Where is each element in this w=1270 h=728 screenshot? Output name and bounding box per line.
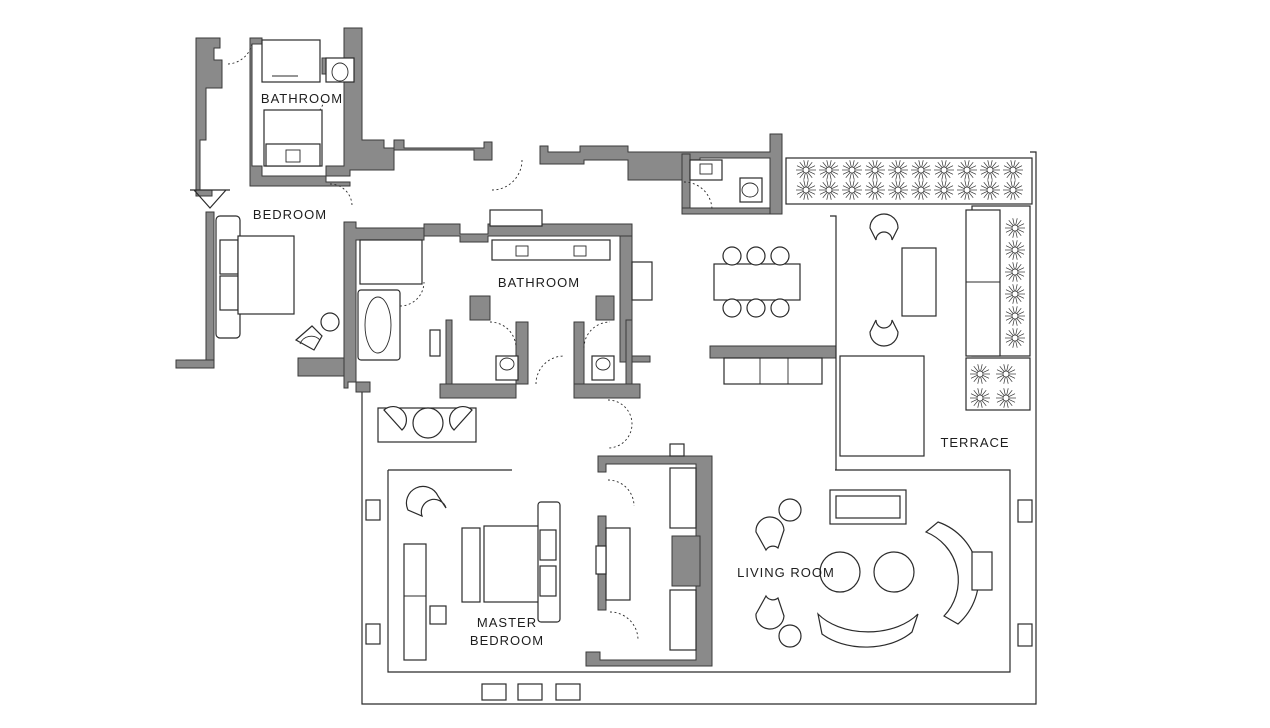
shrub-icon [1005, 218, 1025, 238]
upper-bathroom-fixtures [261, 39, 355, 167]
master-bedroom-furniture [365, 405, 697, 701]
shrub-icon [1005, 306, 1025, 326]
shrub-icon [865, 160, 885, 180]
perimeter [361, 151, 1037, 705]
terrace-planters [796, 160, 1025, 408]
central-bathroom-fixtures [357, 159, 763, 381]
shrub-icon [796, 180, 816, 200]
shrub-icon [842, 180, 862, 200]
shrub-icon [1005, 284, 1025, 304]
shrub-icon [957, 160, 977, 180]
shrub-icon [996, 388, 1016, 408]
shrub-icon [1005, 262, 1025, 282]
shrub-icon [957, 180, 977, 200]
dining-furniture [713, 246, 823, 385]
shrub-icon [911, 180, 931, 200]
shrub-icon [996, 364, 1016, 384]
shrub-icon [980, 160, 1000, 180]
living-room-furniture [755, 489, 1033, 648]
shrub-icon [911, 160, 931, 180]
shrub-icon [970, 388, 990, 408]
label-master-bedroom: MASTER BEDROOM [469, 615, 545, 648]
shrub-icon [1005, 240, 1025, 260]
shrub-icon [1003, 180, 1023, 200]
shrub-icon [865, 180, 885, 200]
shrub-icon [1003, 160, 1023, 180]
label-living-room: LIVING ROOM [737, 565, 835, 580]
door-swings [190, 43, 713, 641]
label-terrace: TERRACE [940, 435, 1010, 450]
shrub-icon [796, 160, 816, 180]
walls [175, 27, 837, 667]
shrub-icon [934, 160, 954, 180]
bedroom-furniture [215, 215, 340, 351]
shrub-icon [819, 160, 839, 180]
shrub-icon [842, 160, 862, 180]
shrub-icon [934, 180, 954, 200]
terrace [785, 157, 1033, 470]
shrub-icon [980, 180, 1000, 200]
shrub-icon [970, 364, 990, 384]
label-bedroom: BEDROOM [252, 207, 328, 222]
label-bathroom-main: BATHROOM [497, 275, 581, 290]
shrub-icon [888, 160, 908, 180]
shrub-icon [819, 180, 839, 200]
shrub-icon [1005, 328, 1025, 348]
label-bathroom-upper: BATHROOM [260, 91, 344, 106]
shrub-icon [888, 180, 908, 200]
